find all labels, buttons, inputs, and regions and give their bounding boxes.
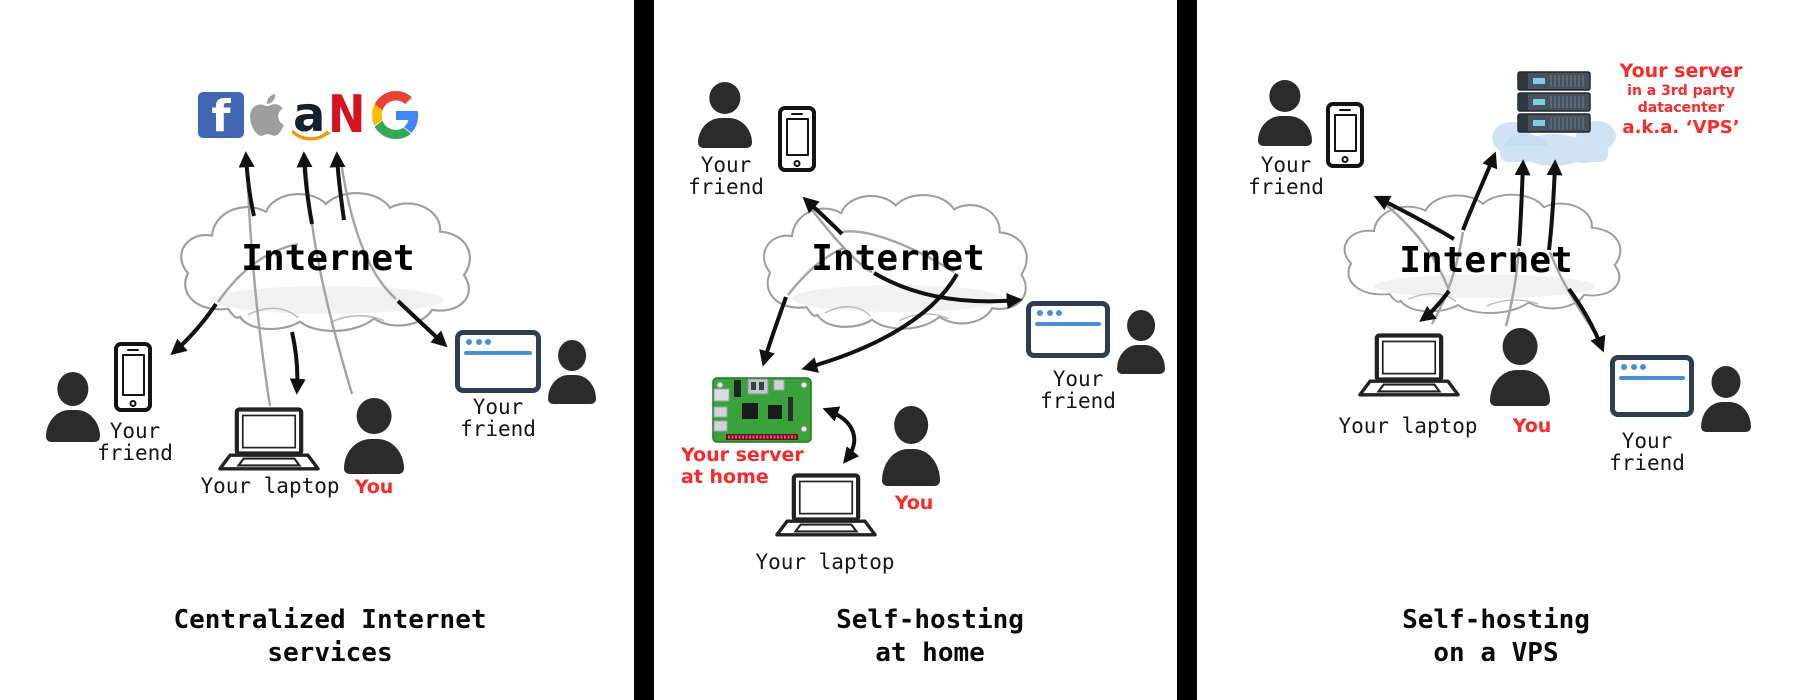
panel3-title: Self-hosting on a VPS xyxy=(1296,604,1696,670)
laptop-label-1: Your laptop xyxy=(200,474,340,498)
amazon-icon: a xyxy=(292,91,331,141)
vps-label-line3: datacenter xyxy=(1637,100,1725,116)
panel2-title-line1: Self-hosting xyxy=(836,605,1024,635)
panel3-title-line2: on a VPS xyxy=(1433,638,1559,668)
person-icon xyxy=(1117,310,1165,374)
person-icon xyxy=(46,372,100,442)
laptop-icon xyxy=(218,407,320,471)
left-friend-label: Your friend xyxy=(75,420,195,464)
smartphone-icon xyxy=(114,342,152,412)
amazon-smile-icon xyxy=(292,130,331,141)
vps-label-line1: Your server xyxy=(1619,60,1743,82)
apple-icon xyxy=(250,94,284,136)
browser-window-icon xyxy=(1026,301,1110,358)
google-icon xyxy=(371,91,419,139)
person-icon xyxy=(548,340,596,404)
facebook-icon: f xyxy=(198,92,244,138)
top-friend-label-3: Your friend xyxy=(1226,154,1346,198)
panel-divider-2 xyxy=(1177,0,1197,700)
netflix-icon: N xyxy=(328,85,366,145)
person-icon xyxy=(1258,80,1312,146)
top-friend-line2: friend xyxy=(688,175,764,199)
right-friend-line2: friend xyxy=(1040,389,1116,413)
internet-label-1: Internet xyxy=(241,238,415,279)
vps-label-line2: in a 3rd party xyxy=(1627,83,1735,99)
right-friend-label-1: Your friend xyxy=(438,396,558,440)
amazon-letter: a xyxy=(293,87,326,143)
panel1-title-line2: services xyxy=(267,638,393,668)
internet-label-3: Internet xyxy=(1399,240,1573,281)
vps-server-stack-icon xyxy=(1492,72,1616,166)
internet-label-2: Internet xyxy=(811,238,985,279)
vps-label-line4: a.k.a. ‘VPS’ xyxy=(1622,117,1740,138)
top-friend-line1: Your xyxy=(700,153,752,177)
right-friend-line1: Your xyxy=(1621,429,1673,453)
raspberry-pi-icon xyxy=(712,377,812,443)
smartphone-icon xyxy=(778,106,816,172)
laptop-label-3: Your laptop xyxy=(1338,414,1478,438)
person-icon-you xyxy=(344,398,404,474)
left-friend-line2: friend xyxy=(97,441,173,465)
you-label-2: You xyxy=(894,492,934,514)
right-friend-line2: friend xyxy=(460,417,536,441)
you-label-3: You xyxy=(1512,415,1552,437)
right-friend-line1: Your xyxy=(472,395,524,419)
browser-window-icon xyxy=(455,330,541,393)
top-friend-line1: Your xyxy=(1260,153,1312,177)
right-friend-line2: friend xyxy=(1609,451,1685,475)
right-friend-label-2: Your friend xyxy=(1018,368,1138,412)
left-friend-line1: Your xyxy=(109,419,161,443)
panel3-title-line1: Self-hosting xyxy=(1402,605,1590,635)
top-friend-line2: friend xyxy=(1248,175,1324,199)
laptop-icon xyxy=(1358,333,1460,397)
home-server-label: Your server at home xyxy=(681,444,841,488)
person-icon-you xyxy=(1490,328,1550,406)
panel1-title-line1: Centralized Internet xyxy=(173,605,487,635)
home-server-line2: at home xyxy=(681,466,769,488)
panel2-title: Self-hosting at home xyxy=(730,604,1130,670)
home-server-line1: Your server xyxy=(681,444,804,466)
right-friend-line1: Your xyxy=(1052,367,1104,391)
person-icon xyxy=(1701,366,1751,432)
person-icon-you xyxy=(882,406,940,486)
you-label-1: You xyxy=(354,476,394,498)
laptop-label-2: Your laptop xyxy=(755,550,895,574)
person-icon xyxy=(698,82,752,148)
panel-divider-1 xyxy=(634,0,654,700)
vps-server-label: Your server in a 3rd party datacenter a.… xyxy=(1606,60,1756,139)
laptop-icon xyxy=(775,473,877,537)
panel1-title: Centralized Internet services xyxy=(130,604,530,670)
panel2-title-line2: at home xyxy=(875,638,985,668)
browser-window-icon xyxy=(1610,355,1694,417)
right-friend-label-3: Your friend xyxy=(1587,430,1707,474)
top-friend-label-2: Your friend xyxy=(666,154,786,198)
faang-logos: f a N xyxy=(198,86,420,144)
smartphone-icon xyxy=(1326,102,1364,168)
